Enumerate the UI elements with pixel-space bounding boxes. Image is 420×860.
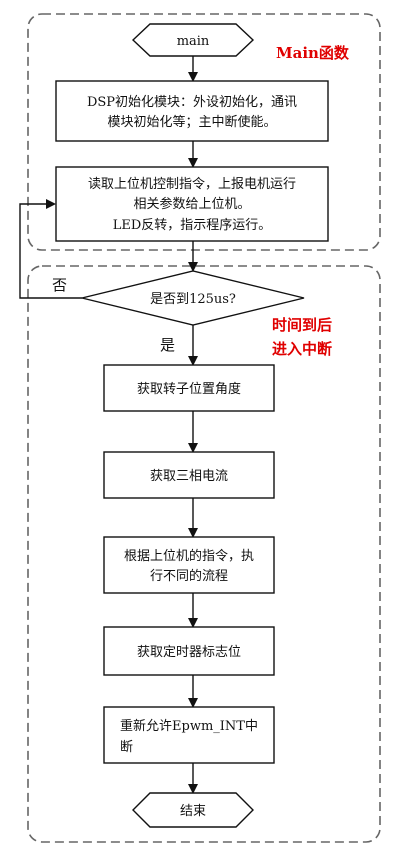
- start-terminal: [131, 23, 255, 57]
- step4-box: [103, 626, 275, 676]
- loop-box-line3: LED反转，指示程序运行。: [113, 218, 272, 233]
- step5-line1: 重新允许Epwm_INT中: [120, 718, 258, 734]
- step5-box: [103, 706, 275, 764]
- init-box-line2: 模块初始化等；主中断使能。: [107, 114, 276, 130]
- step4-label: 获取定时器标志位: [137, 645, 241, 660]
- no-branch-label: 否: [52, 276, 67, 294]
- loop-box-line2: 相关参数给上位机。: [133, 196, 250, 212]
- loop-box: [55, 166, 329, 242]
- step3-line1: 根据上位机的指令，执: [124, 548, 254, 564]
- no-branch-line: [19, 199, 82, 299]
- yes-branch-label: 是: [160, 336, 175, 354]
- loop-box-line1: 读取上位机控制指令，上报电机运行: [88, 177, 296, 192]
- step3-box: [103, 536, 275, 594]
- step1-label: 获取转子位置角度: [137, 381, 241, 397]
- init-box-line1: DSP初始化模块：外设初始化，通讯: [87, 95, 297, 110]
- main-region-label: Main函数: [276, 44, 350, 62]
- step5-line2: 断: [120, 740, 133, 755]
- step2-label: 获取三相电流: [150, 469, 228, 484]
- interrupt-region-border: [27, 265, 381, 843]
- decision-diamond: [81, 270, 305, 326]
- init-box: [55, 80, 329, 142]
- interrupt-region-label-line2: 进入中断: [272, 340, 332, 358]
- step3-line2: 行不同的流程: [150, 568, 228, 584]
- interrupt-region-label-line1: 时间到后: [272, 316, 332, 334]
- step2-box: [103, 451, 275, 499]
- decision-label: 是否到125us?: [150, 292, 236, 307]
- start-terminal-label: main: [177, 34, 210, 49]
- main-region-border: [27, 13, 381, 251]
- end-terminal: [132, 792, 254, 828]
- end-terminal-label: 结束: [180, 804, 206, 819]
- step1-box: [103, 364, 275, 412]
